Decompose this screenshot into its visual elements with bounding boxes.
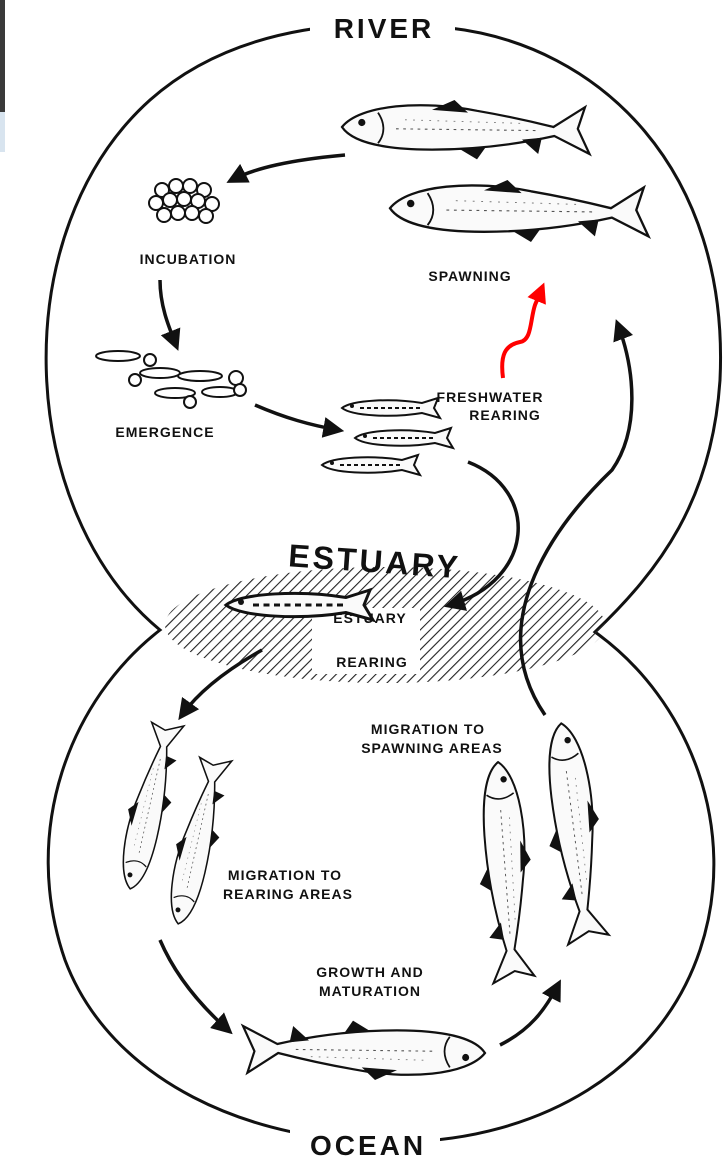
arrow-spawning-to-incubation: [232, 155, 345, 180]
growth-label-line2: MATURATION: [319, 983, 421, 999]
river-label: RIVER: [334, 13, 435, 44]
migration-rearing-label-line1: MIGRATION TO: [228, 867, 342, 883]
arrow-ocean-to-maturation: [160, 940, 228, 1030]
fry-fish-2: [355, 428, 453, 448]
returning-fish-2: [533, 720, 616, 945]
red-arrow-freshwater-to-spawning: [502, 288, 542, 378]
ocean-label: OCEAN: [310, 1130, 426, 1161]
estuary-rearing-label-line2: REARING: [336, 654, 408, 670]
returning-fish-1: [469, 760, 541, 984]
freshwater-rearing-label-line1: FRESHWATER: [437, 389, 544, 405]
migration-spawning-label-line1: MIGRATION TO: [371, 721, 485, 737]
spawning-fish-lower: [390, 180, 649, 242]
fry-fish-1: [342, 398, 440, 418]
arrow-emergence-to-rearing: [255, 405, 338, 430]
incubation-label: INCUBATION: [140, 251, 237, 267]
ocean-juvenile-fish-2: [160, 753, 235, 928]
fry-fish-3: [322, 455, 420, 475]
arrow-maturation-to-migration: [500, 985, 558, 1045]
egg-cluster-icon: [149, 179, 219, 223]
freshwater-rearing-label-line2: REARING: [469, 407, 541, 423]
alevin-icons: [96, 351, 246, 408]
growth-label-line1: GROWTH AND: [316, 964, 423, 980]
migration-spawning-label-line2: SPAWNING AREAS: [361, 740, 503, 756]
spawning-label: SPAWNING: [428, 268, 511, 284]
arrow-incubation-to-emergence: [160, 280, 176, 345]
migration-rearing-label-line2: REARING AREAS: [223, 886, 353, 902]
maturing-fish: [243, 1021, 485, 1080]
spawning-fish-upper: [342, 100, 590, 159]
emergence-label: EMERGENCE: [115, 424, 214, 440]
